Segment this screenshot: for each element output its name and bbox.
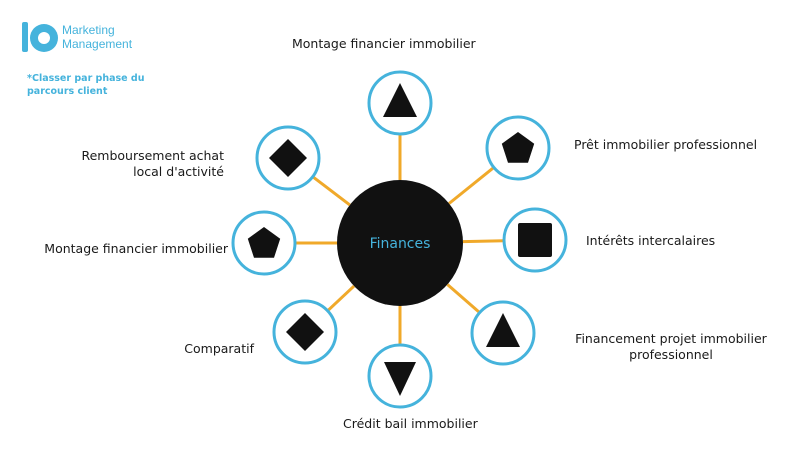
center-node: Finances <box>337 180 463 306</box>
triangle-icon <box>486 313 520 347</box>
triangle-icon <box>383 83 417 117</box>
node-label-line: local d'activité <box>133 164 224 179</box>
note-line-2: parcours client <box>27 86 108 97</box>
center-label: Finances <box>370 236 431 252</box>
pentagon-icon <box>247 227 281 258</box>
node-label-right: Intérêts intercalaires <box>586 233 715 249</box>
node-label-line: Montage financier immobilier <box>44 241 228 256</box>
brand-line-2: Management <box>62 37 133 51</box>
brand-name: Marketing Management <box>62 23 132 51</box>
connector-line-right <box>462 239 505 244</box>
square-icon <box>518 223 552 257</box>
node-top-right <box>485 115 551 181</box>
node-label-bottom-left: Comparatif <box>184 341 254 357</box>
node-label-bottom: Crédit bail immobilier <box>343 416 478 432</box>
node-label-line: Remboursement achat <box>81 148 224 163</box>
node-bottom <box>367 343 433 409</box>
node-top-left <box>255 125 321 191</box>
connector-line-top-left <box>311 175 351 207</box>
node-bottom-right <box>470 300 536 366</box>
connector-line-top-right <box>448 166 495 205</box>
connector-line-bottom-left <box>326 284 356 312</box>
node-bottom-left <box>272 299 338 365</box>
node-label-line: Comparatif <box>184 341 254 356</box>
brand-line-1: Marketing <box>62 23 115 37</box>
classification-note: *Classer par phase du parcours client <box>27 72 197 98</box>
node-top <box>367 70 433 136</box>
pentagon-icon <box>501 132 535 163</box>
brand-logo-icon <box>22 22 58 52</box>
connector-line-bottom-right <box>446 283 481 314</box>
node-label-left: Montage financier immobilier <box>44 241 228 257</box>
diamond-icon <box>269 139 307 177</box>
note-line-1: *Classer par phase du <box>27 73 145 84</box>
node-label-line: Prêt immobilier professionnel <box>574 137 758 152</box>
node-group <box>231 70 568 409</box>
node-label-line: Montage financier immobilier <box>292 36 476 51</box>
connector-group <box>295 134 505 345</box>
node-right <box>502 207 568 273</box>
node-left <box>231 210 297 276</box>
diamond-icon <box>286 313 324 351</box>
node-label-line: professionnel <box>629 347 713 362</box>
inverted-triangle-icon <box>384 362 416 396</box>
node-label-line: Intérêts intercalaires <box>586 233 716 248</box>
node-label-top: Montage financier immobilier <box>292 36 476 52</box>
node-label-line: Financement projet immobilier <box>575 331 767 346</box>
node-label-line: Crédit bail immobilier <box>343 416 478 431</box>
center-circle <box>337 180 463 306</box>
node-label-top-right: Prêt immobilier professionnel <box>574 137 757 153</box>
